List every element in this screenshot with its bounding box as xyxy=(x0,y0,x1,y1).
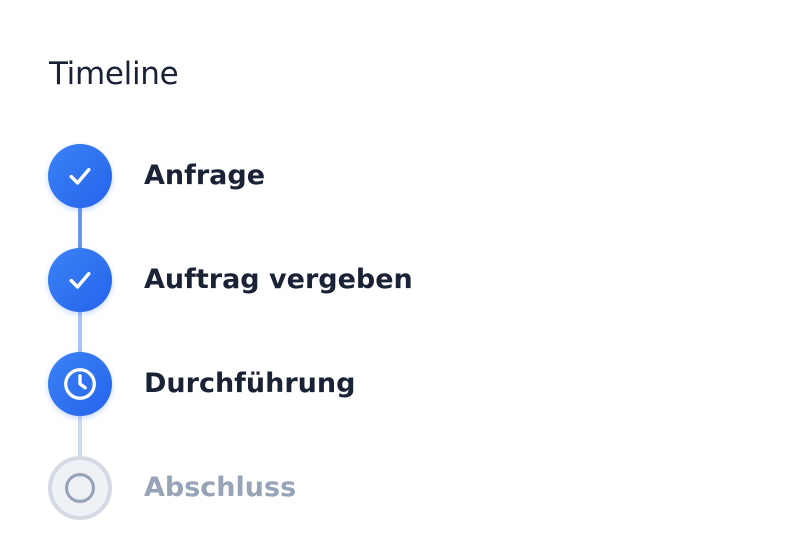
step-marker-done xyxy=(48,144,112,208)
timeline-connector xyxy=(78,414,82,458)
timeline-step-auftrag-vergeben: Auftrag vergeben xyxy=(48,248,648,312)
check-icon xyxy=(65,161,95,191)
step-marker-done xyxy=(48,248,112,312)
step-label: Anfrage xyxy=(144,160,266,191)
circle-icon xyxy=(63,471,97,505)
timeline-connector xyxy=(78,310,82,354)
check-icon xyxy=(65,265,95,295)
timeline-step-abschluss: Abschluss xyxy=(48,456,648,520)
step-marker-current xyxy=(48,352,112,416)
timeline-connector xyxy=(78,206,82,250)
page-title: Timeline xyxy=(49,56,179,92)
timeline-step-durchfuehrung: Durchführung xyxy=(48,352,648,416)
step-label: Auftrag vergeben xyxy=(144,264,413,295)
timeline: Anfrage Auftrag vergeben Durchführung xyxy=(48,144,648,524)
clock-icon xyxy=(62,366,98,402)
step-marker-pending xyxy=(48,456,112,520)
step-label: Durchführung xyxy=(144,368,356,399)
step-label: Abschluss xyxy=(144,472,297,503)
timeline-step-anfrage: Anfrage xyxy=(48,144,648,208)
